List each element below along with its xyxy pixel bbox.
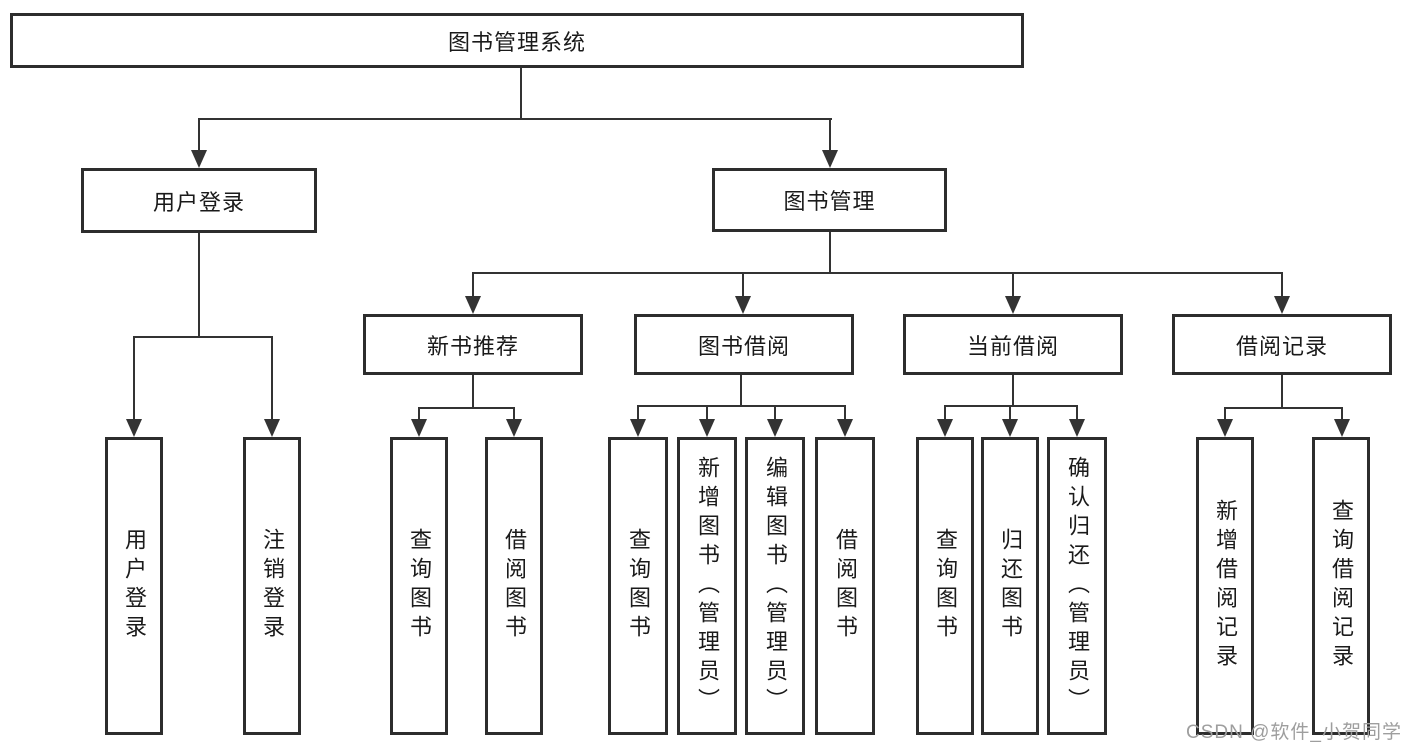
- connector-hline: [637, 405, 846, 407]
- leaf-label: 用户登录: [122, 528, 147, 644]
- connector-vline: [513, 407, 515, 423]
- leaf-label: 借阅图书: [833, 528, 858, 644]
- leaf-edit-book-admin: 编辑图书（管理员）: [745, 437, 805, 735]
- node-current-borrow: 当前借阅: [903, 314, 1123, 375]
- arrow-down-icon: [126, 419, 142, 437]
- connector-vline: [774, 405, 776, 423]
- connector-vline: [637, 405, 639, 423]
- arrow-down-icon: [699, 419, 715, 437]
- arrow-down-icon: [191, 150, 207, 168]
- connector-vline: [1012, 375, 1014, 405]
- arrow-down-icon: [1005, 296, 1021, 314]
- arrow-down-icon: [1069, 419, 1085, 437]
- node-new-book-recommend: 新书推荐: [363, 314, 583, 375]
- connector-vline: [472, 375, 474, 407]
- leaf-label: 查询图书: [933, 528, 958, 644]
- leaf-confirm-return-admin: 确认归还（管理员）: [1047, 437, 1107, 735]
- leaf-label: 查询图书: [626, 528, 651, 644]
- connector-hline: [133, 336, 273, 338]
- connector-vline: [1076, 405, 1078, 423]
- node-library-management-system: 图书管理系统: [10, 13, 1024, 68]
- connector-vline: [740, 375, 742, 405]
- connector-vline: [1341, 407, 1343, 423]
- arrow-down-icon: [735, 296, 751, 314]
- arrow-down-icon: [264, 419, 280, 437]
- leaf-add-book-admin: 新增图书（管理员）: [677, 437, 737, 735]
- connector-hline: [944, 405, 1078, 407]
- connector-vline: [742, 272, 744, 298]
- leaf-label: 新增借阅记录: [1213, 499, 1238, 673]
- connector-vline: [472, 272, 474, 298]
- arrow-down-icon: [465, 296, 481, 314]
- connector-hline: [1224, 407, 1343, 409]
- leaf-label: 查询图书: [407, 528, 432, 644]
- leaf-query-book: 查询图书: [916, 437, 974, 735]
- arrow-down-icon: [630, 419, 646, 437]
- leaf-label: 注销登录: [260, 528, 285, 644]
- csdn-watermark: CSDN @软件_小贺同学: [1186, 722, 1402, 743]
- connector-vline: [520, 67, 522, 118]
- arrow-down-icon: [506, 419, 522, 437]
- leaf-label: 归还图书: [998, 528, 1023, 644]
- leaf-logout: 注销登录: [243, 437, 301, 735]
- connector-hline: [472, 272, 1283, 274]
- node-label: 图书管理系统: [447, 29, 586, 55]
- node-label: 当前借阅: [966, 333, 1059, 359]
- arrow-down-icon: [822, 150, 838, 168]
- arrow-down-icon: [1334, 419, 1350, 437]
- leaf-add-borrow-record: 新增借阅记录: [1196, 437, 1254, 735]
- connector-vline: [198, 233, 200, 336]
- leaf-query-book: 查询图书: [390, 437, 448, 735]
- node-user-login: 用户登录: [81, 168, 317, 233]
- arrow-down-icon: [1002, 419, 1018, 437]
- leaf-return-book: 归还图书: [981, 437, 1039, 735]
- leaf-label: 借阅图书: [502, 528, 527, 644]
- connector-vline: [844, 405, 846, 423]
- node-label: 图书管理: [783, 189, 876, 214]
- connector-vline: [198, 118, 200, 152]
- node-label: 图书借阅: [697, 333, 790, 359]
- connector-vline: [1224, 407, 1226, 423]
- leaf-query-book: 查询图书: [608, 437, 668, 735]
- leaf-label: 编辑图书（管理员）: [763, 455, 788, 717]
- arrow-down-icon: [767, 419, 783, 437]
- connector-vline: [829, 118, 831, 152]
- connector-hline: [198, 118, 832, 120]
- leaf-query-borrow-record: 查询借阅记录: [1312, 437, 1370, 735]
- connector-vline: [829, 232, 831, 272]
- leaf-label: 查询借阅记录: [1329, 499, 1354, 673]
- arrow-down-icon: [937, 419, 953, 437]
- connector-vline: [1009, 405, 1011, 423]
- leaf-label: 新增图书（管理员）: [695, 455, 720, 717]
- node-book-borrow: 图书借阅: [634, 314, 854, 375]
- node-label: 用户登录: [152, 189, 245, 215]
- connector-vline: [133, 336, 135, 421]
- connector-vline: [706, 405, 708, 423]
- connector-vline: [1012, 272, 1014, 298]
- node-borrow-records: 借阅记录: [1172, 314, 1392, 375]
- node-label: 借阅记录: [1235, 333, 1328, 359]
- leaf-label: 确认归还（管理员）: [1065, 455, 1090, 717]
- arrow-down-icon: [1217, 419, 1233, 437]
- connector-vline: [1281, 375, 1283, 407]
- connector-vline: [271, 336, 273, 421]
- connector-hline: [418, 407, 515, 409]
- leaf-borrow-book: 借阅图书: [815, 437, 875, 735]
- leaf-borrow-book: 借阅图书: [485, 437, 543, 735]
- connector-vline: [1281, 272, 1283, 298]
- arrow-down-icon: [1274, 296, 1290, 314]
- connector-vline: [418, 407, 420, 423]
- node-label: 新书推荐: [426, 333, 519, 359]
- arrow-down-icon: [837, 419, 853, 437]
- leaf-user-login: 用户登录: [105, 437, 163, 735]
- node-book-management: 图书管理: [712, 168, 947, 232]
- arrow-down-icon: [411, 419, 427, 437]
- connector-vline: [944, 405, 946, 423]
